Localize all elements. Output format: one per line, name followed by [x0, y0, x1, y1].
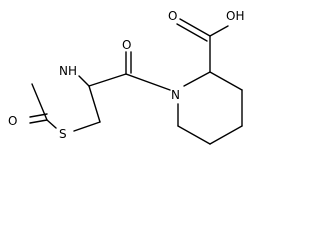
bond-amide-c-n	[125, 73, 171, 91]
bond-c4-amide-c	[88, 73, 127, 87]
bond-c5-c4	[88, 85, 101, 123]
bond-cooh-co-b	[176, 23, 208, 42]
bond-c2-o-b	[29, 113, 48, 118]
bond-c2-o-a	[29, 119, 48, 124]
amide-carbonyl-o-label: O	[122, 38, 131, 52]
bond-c2-c3	[209, 71, 243, 91]
atom-label-set: OH O O N NH O S	[8, 9, 244, 141]
bond-cooh-co-a	[179, 18, 211, 37]
bond-c5-c6	[177, 125, 211, 145]
bond-set	[29, 18, 243, 145]
bond-s1-c5	[73, 121, 101, 132]
bond-cooh-oh	[209, 25, 229, 37]
piperidine-n-label: N	[171, 88, 180, 102]
ring-s-label: S	[59, 127, 67, 141]
bond-c4-c5	[209, 125, 243, 145]
bond-c4-n3	[78, 75, 90, 87]
acid-carbonyl-o-label: O	[168, 9, 177, 23]
molecule-structure: OH O O N NH O S	[8, 9, 244, 145]
bond-c2-s1	[46, 119, 57, 129]
acid-oh-label: OH	[226, 9, 244, 23]
bond-n-c2	[183, 71, 211, 87]
lactam-carbonyl-o-label: O	[8, 114, 17, 128]
lactam-nh-label: NH	[59, 64, 77, 78]
